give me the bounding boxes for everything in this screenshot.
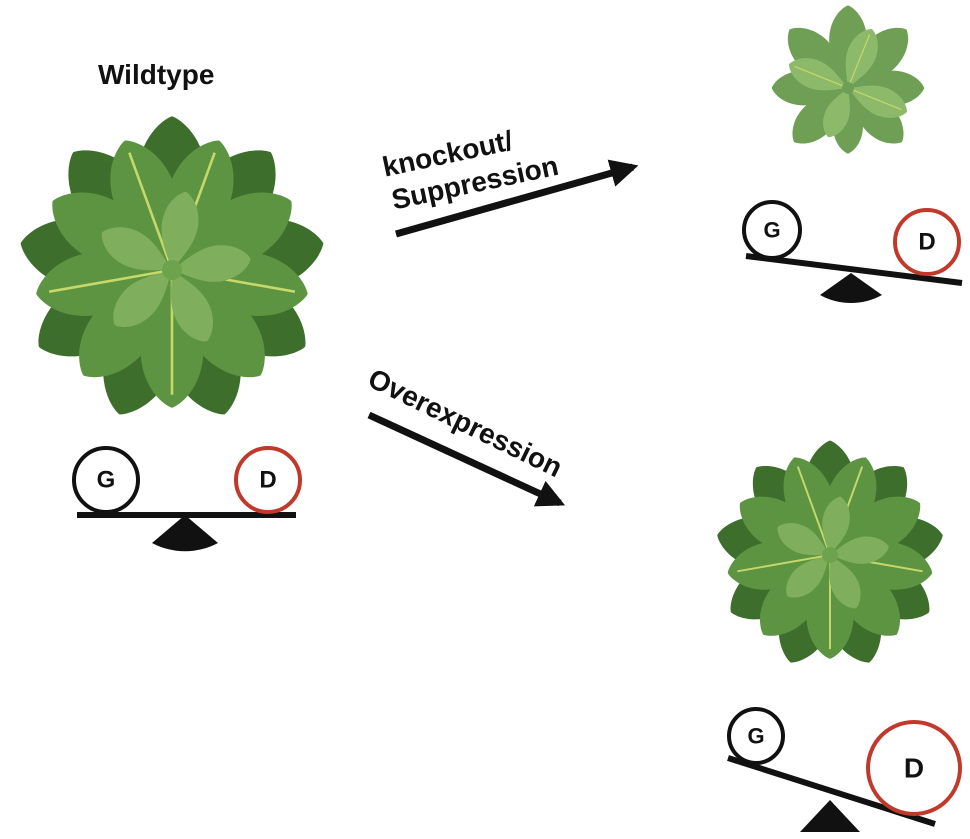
growth-circle bbox=[742, 200, 802, 260]
defense-label: D bbox=[904, 753, 924, 784]
overexpression-balance: G D bbox=[727, 707, 962, 832]
wildtype-plant-icon bbox=[14, 116, 330, 427]
fulcrum-icon bbox=[152, 515, 218, 552]
defense-circle bbox=[234, 446, 302, 514]
growth-label: G bbox=[97, 467, 116, 494]
growth-label: G bbox=[747, 724, 764, 749]
overexpression-arrow-icon bbox=[367, 411, 566, 507]
wildtype-label: Wildtype bbox=[98, 59, 214, 90]
defense-circle bbox=[893, 208, 961, 276]
growth-label: G bbox=[763, 218, 780, 243]
defense-circle bbox=[866, 720, 962, 816]
fulcrum-icon bbox=[820, 273, 882, 304]
fulcrum-icon bbox=[800, 800, 860, 832]
defense-label: D bbox=[918, 229, 935, 256]
defense-label: D bbox=[259, 467, 276, 494]
knockout-balance: G D bbox=[742, 200, 963, 304]
overexpression-plant-icon bbox=[712, 440, 948, 672]
balance-beam bbox=[745, 253, 963, 286]
knockout-arrow-icon bbox=[395, 159, 639, 238]
knockout-plant-icon bbox=[771, 5, 925, 155]
growth-circle bbox=[727, 707, 785, 765]
growth-circle bbox=[72, 446, 140, 514]
wildtype-balance: G D bbox=[72, 446, 302, 552]
